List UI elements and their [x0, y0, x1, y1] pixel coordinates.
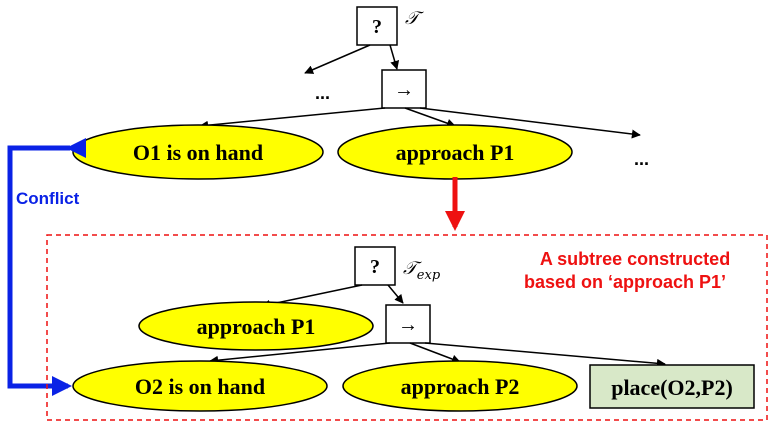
edge-subseq-to-approach-p2 [409, 342, 461, 364]
edge-seq-to-approach [404, 107, 456, 128]
node-approach-p2 [342, 360, 578, 412]
node-approach-p2-label: approach P2 [401, 374, 520, 399]
node-place-action [589, 364, 755, 409]
node-o2-on-hand-label: O2 is on hand [135, 374, 265, 399]
subtree-fallback-symbol: ? [370, 256, 380, 278]
edge-seq-to-more [419, 107, 641, 139]
subtree-caption-line2: based on ‘approach P1’ [524, 272, 726, 292]
subtree-label: 𝒯exp [403, 258, 441, 283]
subtree-caption-line1: A subtree constructed [540, 249, 730, 269]
top-tree-label: 𝒯 [405, 8, 424, 29]
node-approach-p1-top-label: approach P1 [396, 140, 515, 165]
conflict-connector [7, 138, 86, 396]
top-sequence-symbol: → [394, 79, 414, 101]
subtree-box [46, 234, 768, 421]
top-sequence-node [381, 69, 427, 109]
conflict-label: Conflict [16, 189, 80, 208]
edge-seq-to-o1 [199, 107, 386, 130]
subtree-fallback-node [354, 246, 396, 286]
top-ellipsis-left: ... [315, 83, 330, 103]
node-o1-on-hand-label: O1 is on hand [133, 140, 263, 165]
node-approach-p1-sub [138, 301, 374, 351]
edge-subroot-to-seq [387, 284, 404, 304]
edge-root-to-seq [389, 44, 400, 70]
top-ellipsis-right: ... [634, 149, 649, 169]
top-fallback-symbol: ? [372, 16, 382, 38]
subtree-label-sub: exp [417, 268, 441, 283]
node-place-action-label: place(O2,P2) [611, 375, 733, 400]
edge-subseq-to-place [424, 342, 666, 368]
edge-root-to-ellipsis [304, 44, 371, 74]
top-fallback-node [356, 6, 398, 46]
subtree-sequence-symbol: → [398, 314, 418, 336]
node-approach-p1-sub-label: approach P1 [197, 314, 316, 339]
subtree-sequence-node [385, 304, 431, 344]
edge-subseq-to-o2 [209, 342, 391, 365]
node-o2-on-hand [72, 360, 328, 412]
